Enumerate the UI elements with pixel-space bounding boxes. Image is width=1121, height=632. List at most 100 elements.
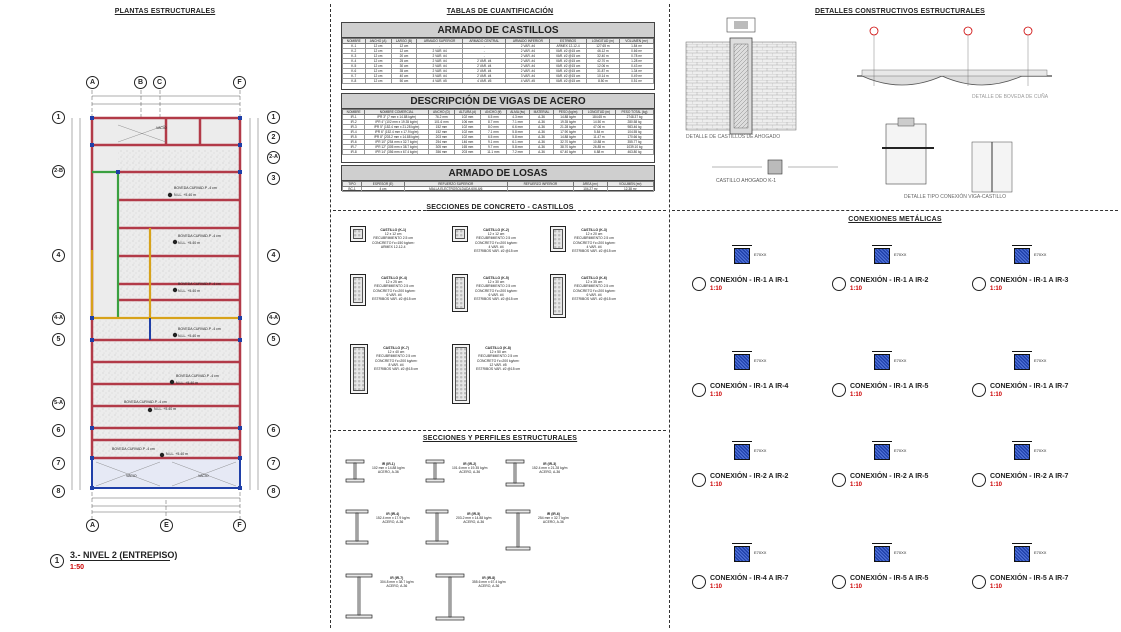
- detail-marker-icon: [832, 383, 846, 397]
- castillo-section-line: RECUBRIMIENTO 2.5 cm: [376, 354, 416, 359]
- table-cell: 463.80 kg: [614, 149, 655, 155]
- castillo-section-line: 6 VAR. #4: [488, 292, 504, 297]
- castillo-section-k6: [550, 274, 566, 318]
- castillo-section-line: 6 VAR. #4: [586, 292, 602, 297]
- axis-top-f: F: [233, 76, 246, 89]
- castillo-k-label: CASTILLO AHOGADO K-1: [716, 178, 777, 184]
- table-cell: MALLA ELECTROSOLDADA 6X6-6/6: [403, 186, 508, 192]
- axis-left-2b: 2-B: [52, 165, 65, 178]
- connection-scale: 1:10: [850, 286, 863, 292]
- column-section-icon: [874, 546, 890, 562]
- castillo-section-title: CASTILLO (K-4): [381, 276, 407, 280]
- table-cell: 12 cm: [364, 78, 392, 84]
- losa-label-7: BOVEDA CURVAD.P -4 cm: [112, 447, 155, 451]
- weld-label: E70XX: [894, 550, 907, 555]
- divider-sections: [333, 430, 666, 431]
- table-cell: BC-1: [341, 186, 363, 192]
- castillo-section-line: RECUBRIMIENTO 2.5 cm: [478, 354, 518, 359]
- steel-profile-ir5: [425, 509, 449, 545]
- connection-scale: 1:10: [850, 584, 863, 590]
- steel-profile-line: 355.6 mm x 67.4 kg/m: [472, 580, 506, 585]
- steel-profile-title: IR (IR-2): [463, 462, 477, 466]
- connection-title: CONEXIÓN - IR-2 A IR-7: [990, 473, 1069, 480]
- beam-flange-line: [1012, 441, 1032, 442]
- castillo-section-title: CASTILLO (K-8): [485, 346, 511, 350]
- details-area: DETALLE DE CASTILLOS DE AHOGADO CASTILLO…: [672, 14, 1118, 208]
- detail-marker-icon: [832, 277, 846, 291]
- detail-marker-icon: [832, 575, 846, 589]
- weld-label: E70XX: [1034, 358, 1047, 363]
- weld-label: E70XX: [1034, 550, 1047, 555]
- castillo-section-line: 8 VAR. #4: [388, 362, 404, 367]
- table-cell: A-36: [528, 149, 555, 155]
- divider-tables: [333, 210, 666, 211]
- steel-profile-line: ACERO, A-36: [478, 584, 500, 589]
- axis-right-1: 1: [267, 111, 280, 124]
- boveda-label: DETALLE DE BOVEDA DE CUÑA: [972, 94, 1049, 100]
- castillo-section-k2: [452, 226, 468, 242]
- castillo-section-line: 12 x 12 cm: [487, 232, 505, 237]
- castillo-section-line: ESTRIBOS VAR. #2 @15 cm: [474, 249, 519, 254]
- rebar-core: [553, 277, 563, 315]
- castillo-section-line: 12 x 25 cm: [385, 280, 403, 285]
- castillo-section-line: ARMEX 12-12-4: [380, 244, 406, 249]
- castillo-section-line: 12 x 20 cm: [585, 232, 603, 237]
- rebar-core: [455, 347, 467, 401]
- table-cell: 12.38 m³: [606, 186, 654, 192]
- castillo-section-line: RECUBRIMIENTO 2.5 cm: [476, 236, 516, 241]
- table-cell: 0.51 m³: [619, 78, 654, 84]
- table-cell: IR-8: [341, 149, 366, 155]
- axis-left-1: 1: [52, 111, 65, 124]
- detail-marker-icon: [832, 473, 846, 487]
- table-cell: 11.1 mm: [480, 149, 507, 155]
- connection-title: CONEXIÓN - IR-1 A IR-3: [990, 277, 1069, 284]
- secciones-perfiles-title: SECCIONES Y PERFILES ESTRUCTURALES: [422, 435, 578, 442]
- steel-profile-line: 152.4 mm x 17.9 kg/m: [376, 516, 410, 521]
- detail-marker-icon: [972, 277, 986, 291]
- steel-profile-line: 152.4 mm x 21.28 kg/m: [532, 466, 568, 471]
- column-section-icon: [1014, 444, 1030, 460]
- castillo-section-k1: [350, 226, 366, 242]
- column-section-icon: [1014, 546, 1030, 562]
- column-section-icon: [874, 444, 890, 460]
- steel-profile-ir6: [505, 509, 531, 551]
- table-cell: -: [506, 186, 575, 192]
- detalles-title: DETALLES CONSTRUCTIVOS ESTRUCTURALES: [814, 8, 986, 15]
- castillo-section-line: ESTRIBOS VAR. #2 @15 cm: [572, 249, 617, 254]
- steel-profile-title: IR (IR-4): [386, 512, 400, 516]
- table-cell: 6.88 m: [581, 149, 616, 155]
- connection-scale: 1:10: [990, 286, 1003, 292]
- weld-label: E70XX: [1034, 252, 1047, 257]
- beam-flange-line: [1012, 543, 1032, 544]
- weld-label: E70XX: [754, 252, 767, 257]
- rebar-core: [455, 277, 465, 309]
- axis-right-7: 7: [267, 457, 280, 470]
- castillo-section-k8: [452, 344, 470, 404]
- steel-profile-ir4: [345, 509, 369, 545]
- details-drawing: [685, 17, 1052, 193]
- table-cell: 8.50 m: [585, 78, 621, 84]
- steel-profile-line: ACERO, A-36: [542, 520, 564, 525]
- weld-label: E70XX: [1034, 448, 1047, 453]
- secciones-concreto-title: SECCIONES DE CONCRETO - CASTILLOS: [426, 204, 574, 211]
- steel-profile-title: IR (IR-1): [381, 462, 395, 466]
- table-cell: 203 mm: [453, 149, 482, 155]
- axis-right-8: 8: [267, 485, 280, 498]
- castillo-section-line: CONCRETO f'c=200 kg/cm²: [476, 358, 520, 363]
- losa-label-2: BOVEDA CURVAD.P -4 cm: [178, 234, 221, 238]
- axis-bottom-e: E: [160, 519, 173, 532]
